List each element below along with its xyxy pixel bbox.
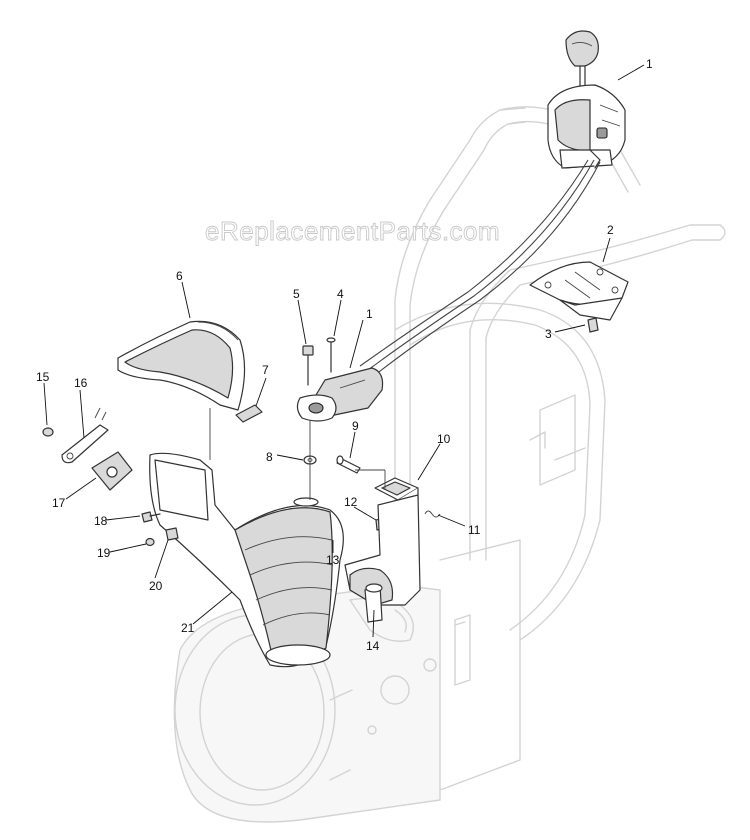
callout-19: 19 [97,546,111,560]
callout-7: 7 [262,363,269,377]
callout-17: 17 [52,496,66,510]
callout-10: 10 [437,432,451,446]
callout-14: 14 [366,639,380,653]
callout-1-lower: 1 [366,307,373,321]
callout-labels: 1 1 2 3 4 5 6 7 8 9 10 11 12 13 14 15 16… [36,57,653,653]
watermark: eReplacementParts.com [205,216,500,246]
callout-8: 8 [266,450,273,464]
callout-2: 2 [607,223,614,237]
nut-15 [42,427,54,437]
bolt-5 [302,345,314,386]
callout-20: 20 [149,579,163,593]
chute-base-housing [344,494,421,623]
chute-deflector [117,320,246,411]
shift-control-head [547,30,626,169]
shift-cables [359,159,601,376]
callout-21: 21 [181,621,195,635]
screw-3 [587,317,599,333]
bolt-4 [326,337,336,373]
nut-19 [145,537,155,547]
callout-11: 11 [468,523,481,537]
ghost-frame [173,106,726,823]
bracket-17 [91,451,133,491]
callout-4: 4 [337,287,344,301]
callout-18: 18 [94,514,108,528]
callout-3: 3 [545,327,552,341]
linkage-16 [61,407,109,464]
bolt-18 [141,511,161,523]
callout-15: 15 [36,370,50,384]
callout-13: 13 [326,553,340,567]
lower-chute [149,452,344,668]
callout-16: 16 [74,376,88,390]
wing-knob [235,404,263,423]
spring-11 [424,510,441,518]
callout-12: 12 [344,495,358,509]
callout-6: 6 [176,269,183,283]
callout-9: 9 [352,419,359,433]
callout-5: 5 [293,287,300,301]
pin-9 [336,455,361,474]
bolt-20 [165,527,179,541]
assembly-lines [209,408,386,500]
chute-crank-block [296,367,384,422]
mounting-bracket [529,261,629,321]
leader-lines [43,64,645,638]
callout-1-upper: 1 [646,57,653,71]
